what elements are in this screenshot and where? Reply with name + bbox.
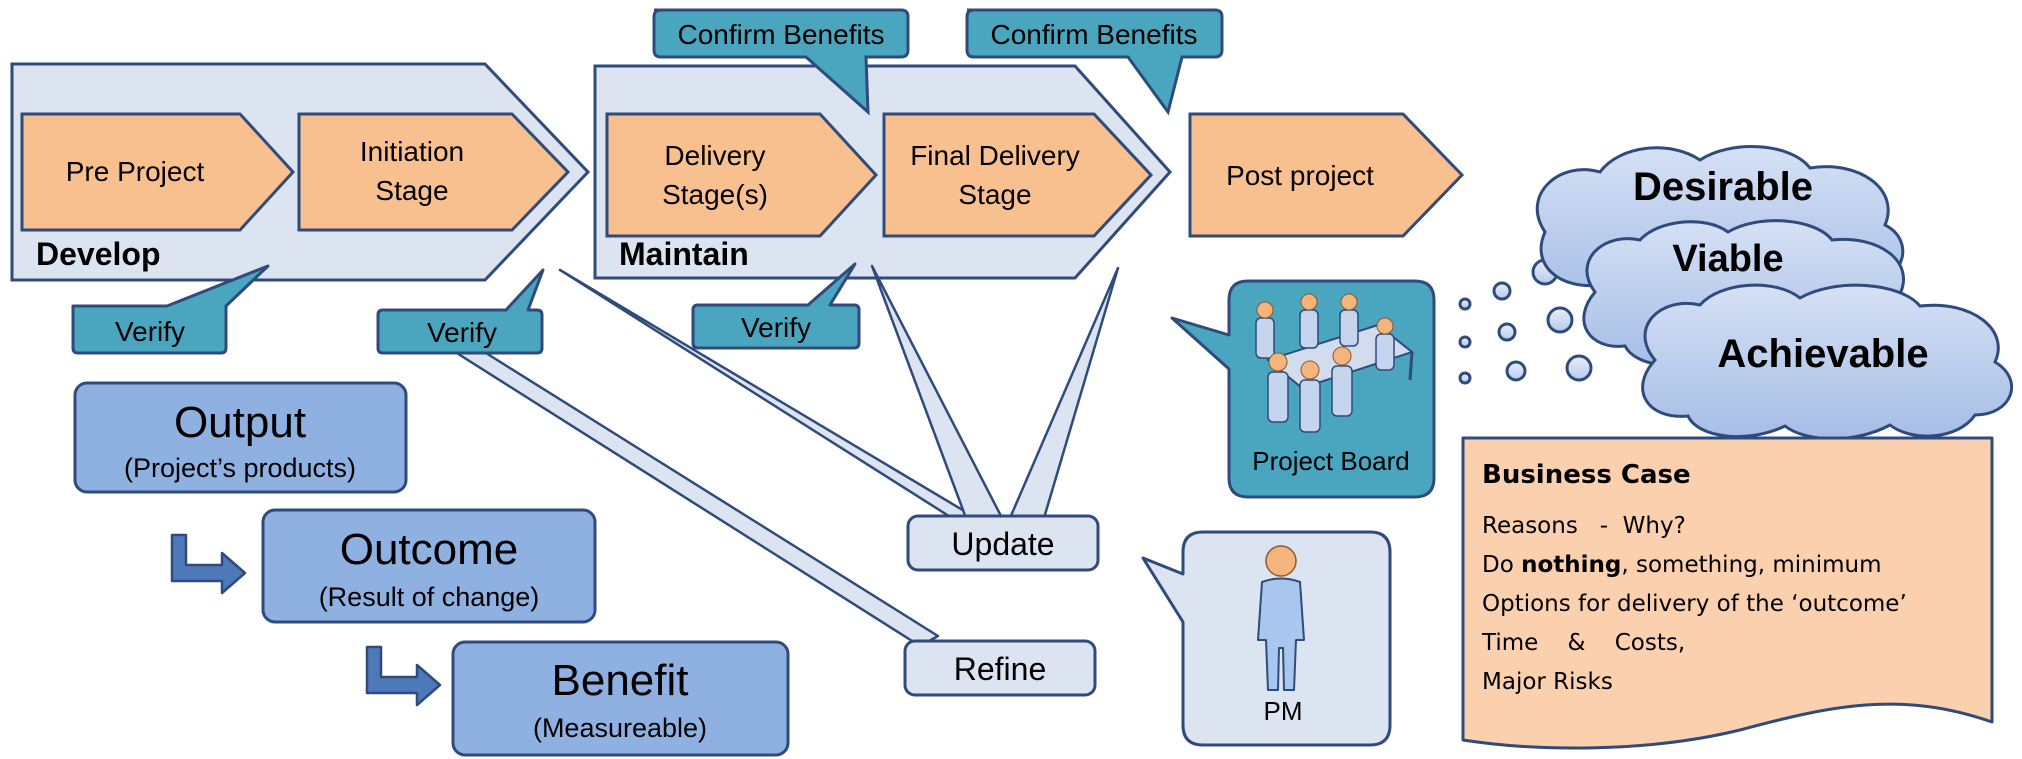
stage-final-delivery: Final Delivery Stage (882, 112, 1154, 238)
pm-label: PM (1264, 696, 1303, 726)
cloud-achievable-label: Achievable (1717, 332, 1928, 376)
pm-callout: PM (1141, 530, 1392, 747)
confirm-benefits-callout-2: Confirm Benefits (965, 8, 1224, 116)
business-case-line-3: Options for delivery of the ‘outcome’ (1482, 591, 1907, 617)
stage-final-delivery-label-2: Stage (958, 179, 1031, 210)
project-board-callout: Project Board (1170, 279, 1436, 499)
benefit-subtitle: (Measureable) (533, 713, 707, 743)
output-title: Output (174, 398, 306, 447)
stage-final-delivery-label-1: Final Delivery (910, 140, 1080, 171)
confirm-benefits-callout-1: Confirm Benefits (652, 8, 910, 116)
bent-arrow-icon (170, 533, 247, 595)
stage-delivery-label-1: Delivery (664, 140, 765, 171)
business-case-line-4: Time & Costs, (1481, 630, 1685, 656)
refine-label: Refine (954, 651, 1047, 687)
cloud-viable-label: Viable (1672, 238, 1783, 280)
update-box: Update (906, 514, 1100, 572)
output-box: Output (Project’s products) (73, 381, 408, 494)
stage-delivery-label-2: Stage(s) (662, 179, 768, 210)
verify-label-3: Verify (741, 312, 811, 343)
board-meeting-icon (1255, 293, 1415, 433)
stage-post-project: Post project (1188, 112, 1465, 238)
maintain-label: Maintain (619, 236, 749, 272)
business-case-line-2: Do nothing, something, minimum (1482, 552, 1882, 578)
refine-box: Refine (903, 639, 1097, 697)
project-board-label: Project Board (1252, 446, 1410, 476)
bent-arrow-icon (365, 645, 442, 707)
verify-label-1: Verify (115, 316, 185, 347)
output-subtitle: (Project’s products) (124, 453, 356, 483)
verify-label-2: Verify (427, 317, 497, 348)
stage-initiation: Initiation Stage (297, 112, 571, 232)
thought-bubbles (1458, 258, 1593, 385)
verify-callout-3: Verify (691, 262, 861, 350)
confirm-benefits-label-1: Confirm Benefits (678, 19, 885, 50)
cloud-achievable: Achievable (1641, 283, 2014, 441)
outcome-title: Outcome (340, 525, 519, 574)
confirm-benefits-label-2: Confirm Benefits (991, 19, 1198, 50)
benefit-box: Benefit (Measureable) (451, 640, 790, 757)
cloud-desirable-label: Desirable (1633, 165, 1813, 209)
business-case-title: Business Case (1482, 460, 1691, 490)
outcome-box: Outcome (Result of change) (261, 508, 597, 624)
stage-pre-project-label: Pre Project (66, 156, 205, 187)
stage-initiation-label-1: Initiation (360, 136, 464, 167)
stage-delivery: Delivery Stage(s) (605, 112, 879, 238)
update-label: Update (951, 526, 1054, 562)
stage-pre-project: Pre Project (20, 112, 296, 232)
business-case-line-1: Reasons - Why? (1482, 513, 1686, 539)
stage-post-project-label: Post project (1226, 160, 1374, 191)
business-case-document: Business Case Reasons - Why? Do nothing,… (1461, 436, 1994, 750)
business-case-line-5: Major Risks (1482, 669, 1613, 695)
update-pointer (558, 264, 1120, 520)
stage-initiation-label-2: Stage (375, 175, 448, 206)
person-icon (1257, 545, 1305, 691)
verify-callout-1: Verify (71, 264, 270, 355)
benefit-title: Benefit (552, 656, 689, 705)
verify-callout-2: Verify (376, 268, 545, 355)
develop-label: Develop (36, 236, 160, 272)
outcome-subtitle: (Result of change) (319, 582, 540, 612)
